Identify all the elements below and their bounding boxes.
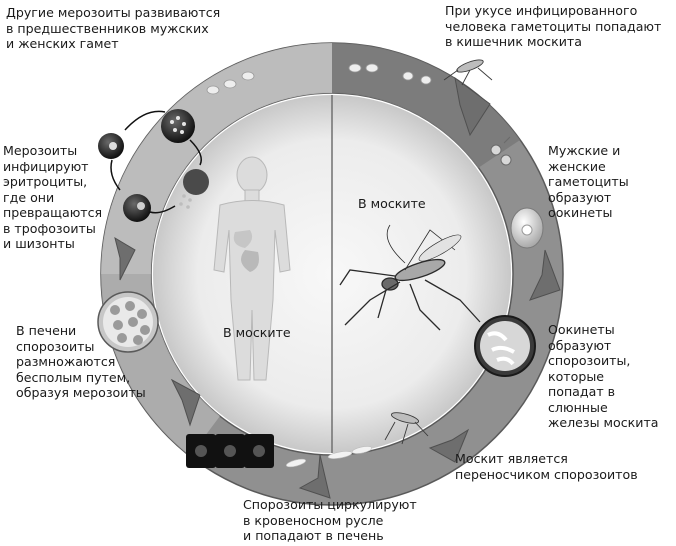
ookinete-cell	[510, 207, 544, 249]
mosquito-large	[339, 224, 481, 331]
mosquito-small-bottom	[384, 412, 429, 445]
sporozoites-stream	[286, 446, 373, 468]
center-label-right: В моските	[358, 196, 426, 211]
cycle-arrows	[114, 76, 561, 499]
label-circulate: Спорозоиты циркулируют в кровеносном рус…	[243, 497, 417, 543]
label-gametocytes-ookinetes: Мужские и женские гаметоциты образуют оо…	[548, 143, 629, 220]
label-bite: При укусе инфицированного человека гамет…	[445, 3, 662, 49]
label-other-merozoites: Другие мерозоиты развиваются в предшеств…	[6, 5, 221, 51]
mosquito-small-top	[443, 59, 493, 86]
erythrocyte-cycle	[98, 109, 209, 222]
liver-cells	[186, 434, 274, 468]
label-ookinetes-sporozoites: Оокинеты образуют спорозоиты, которые по…	[548, 322, 659, 430]
gametocytes-icon	[490, 136, 512, 166]
human-figure	[213, 156, 291, 381]
liver-schizont	[97, 291, 159, 353]
sporozoites-cell	[474, 315, 536, 377]
label-vector: Москит является переносчиком спорозоитов	[455, 451, 638, 482]
gametes-top	[206, 63, 432, 95]
label-liver: В печени спорозоиты размножаются бесполы…	[16, 323, 146, 400]
center-label-left: В моските	[223, 325, 291, 340]
label-infect-rbc: Мерозоиты инфицируют эритроциты, где они…	[3, 143, 103, 251]
